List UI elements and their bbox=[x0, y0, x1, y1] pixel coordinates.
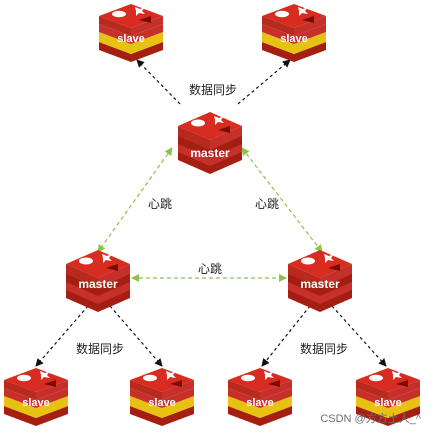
heartbeat-edge-left bbox=[97, 147, 173, 253]
slave-label-top-right: slave bbox=[280, 33, 308, 45]
edge-label-heartbeat-right: 心跳 bbox=[255, 197, 279, 211]
slave-node-top-left: slave bbox=[99, 4, 163, 62]
slave-node-top-right: slave bbox=[262, 4, 326, 62]
sync-edge-bl-2 bbox=[109, 305, 163, 367]
sync-edge-br-2 bbox=[331, 305, 387, 367]
slave-label-bottom-1: slave bbox=[22, 397, 50, 409]
sync-edges bbox=[35, 59, 387, 367]
slave-node-bottom-1: slave bbox=[4, 368, 68, 426]
sync-edge-br-1 bbox=[261, 305, 311, 367]
slave-label-top-left: slave bbox=[117, 33, 145, 45]
sync-edge-top-left bbox=[136, 59, 181, 105]
heartbeat-edge-right bbox=[241, 147, 323, 253]
redis-cube-icon bbox=[288, 250, 352, 312]
master-node-top: master bbox=[178, 112, 242, 174]
edge-label-sync-bottom-right: 数据同步 bbox=[300, 341, 348, 356]
master-node-left: master bbox=[66, 250, 130, 312]
edge-label-heartbeat-left: 心跳 bbox=[148, 197, 172, 211]
watermark: CSDN @方方土人_^ bbox=[320, 413, 421, 425]
redis-cube-icon bbox=[262, 4, 326, 62]
edge-label-heartbeat-middle: 心跳 bbox=[198, 262, 222, 276]
master-label-left: master bbox=[78, 277, 118, 291]
slave-node-bottom-4: slave bbox=[356, 368, 420, 426]
slave-node-bottom-3: slave bbox=[228, 368, 292, 426]
sync-edge-top-right bbox=[237, 59, 291, 105]
slave-label-bottom-4: slave bbox=[374, 397, 402, 409]
redis-cube-icon bbox=[178, 112, 242, 174]
slave-label-bottom-2: slave bbox=[148, 397, 176, 409]
slave-node-bottom-2: slave bbox=[130, 368, 194, 426]
redis-cube-icon bbox=[66, 250, 130, 312]
sync-edge-bl-1 bbox=[35, 305, 89, 367]
slave-label-bottom-3: slave bbox=[246, 397, 274, 409]
redis-cube-icon bbox=[130, 368, 194, 426]
redis-cube-icon bbox=[356, 368, 420, 426]
master-label-top: master bbox=[190, 146, 230, 160]
redis-cube-icon bbox=[99, 4, 163, 62]
master-label-right: master bbox=[300, 277, 340, 291]
redis-cube-icon bbox=[4, 368, 68, 426]
redis-cube-icon bbox=[228, 368, 292, 426]
edge-label-sync-top: 数据同步 bbox=[189, 82, 237, 97]
heartbeat-edges bbox=[97, 147, 323, 282]
edge-label-sync-bottom-left: 数据同步 bbox=[76, 341, 124, 356]
master-node-right: master bbox=[288, 250, 352, 312]
